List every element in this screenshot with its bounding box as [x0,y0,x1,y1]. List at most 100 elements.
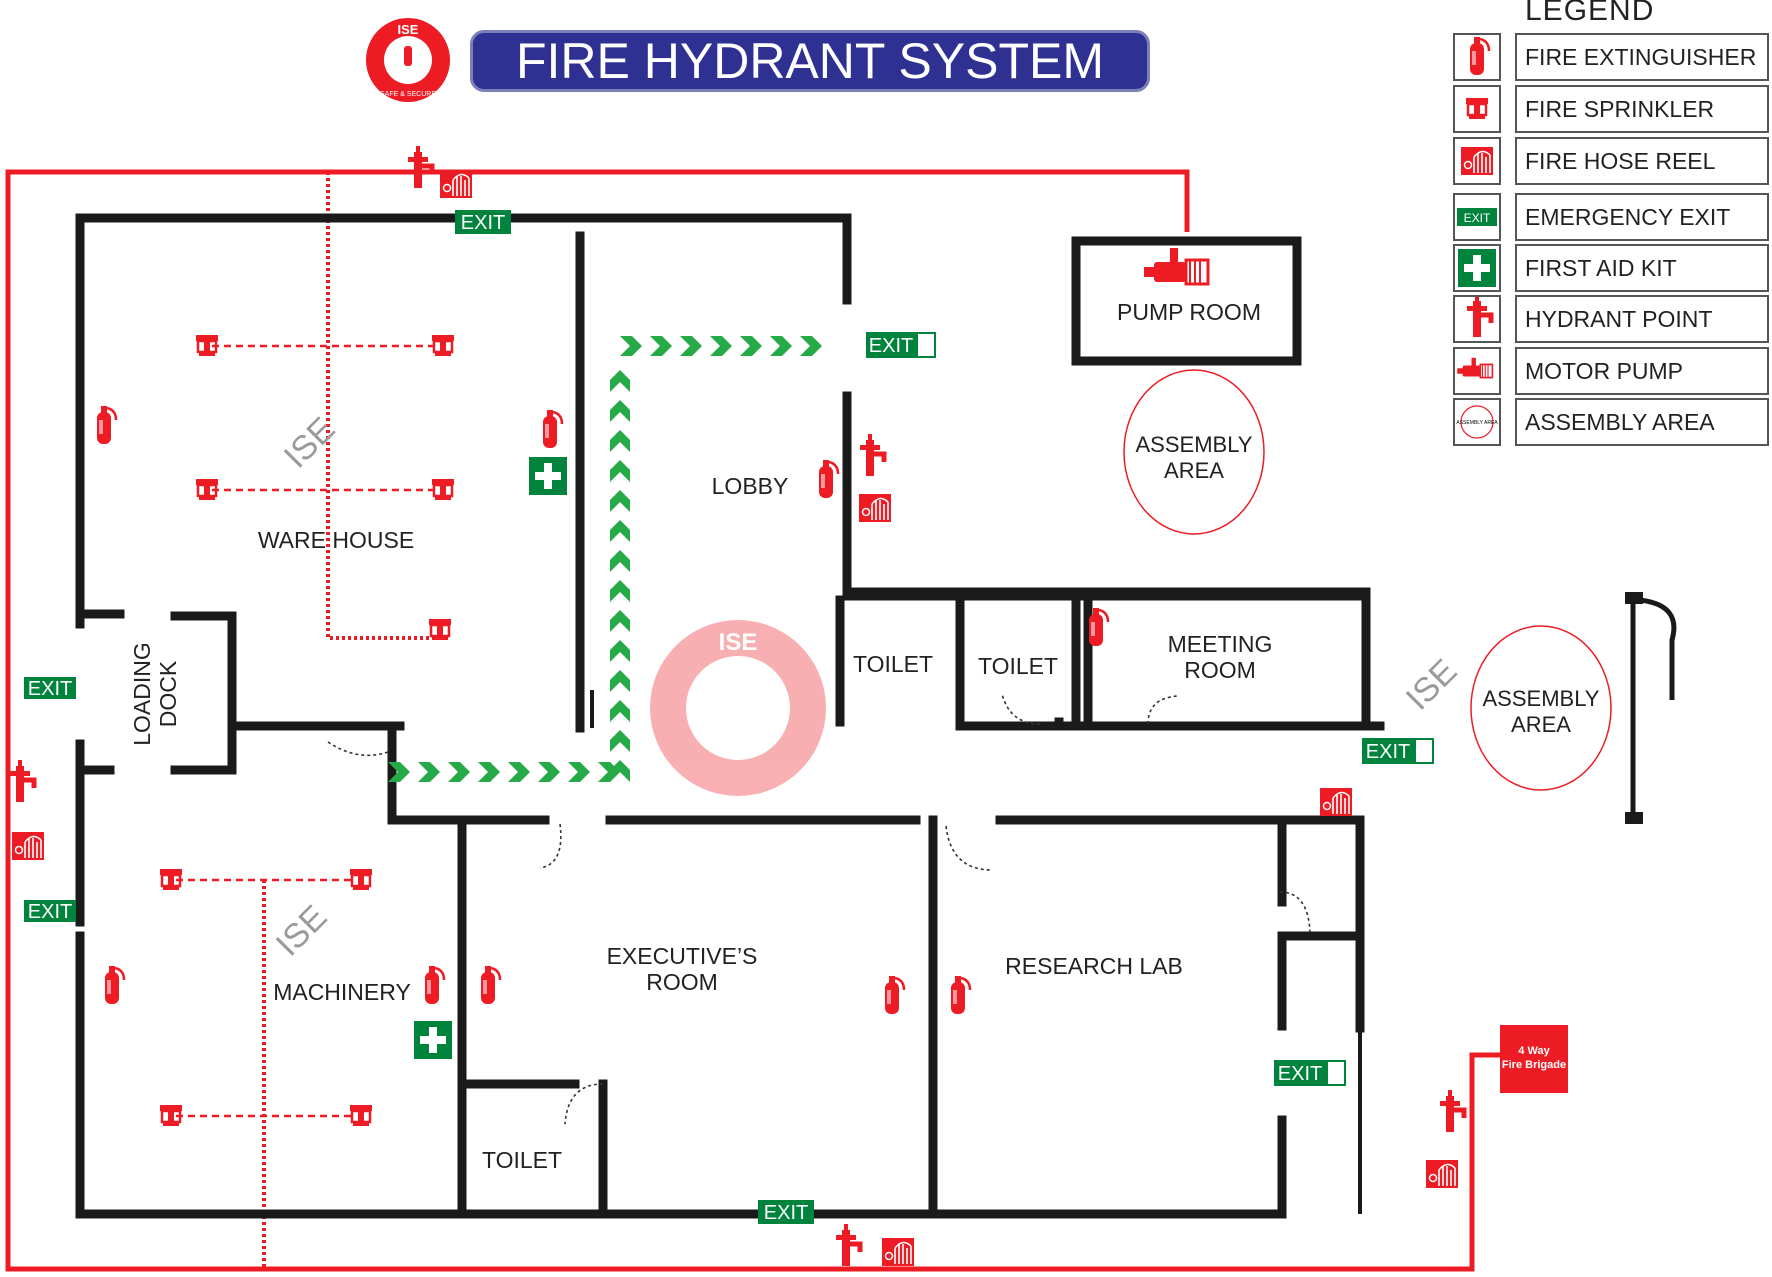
room-label-machinery: MACHINERY [273,979,411,1005]
assembly-area-label: ASSEMBLY [1136,432,1253,457]
legend-label: ASSEMBLY AREA [1515,398,1769,446]
svg-text:ASSEMBLY AREA: ASSEMBLY AREA [1456,420,1498,426]
title-banner: FIRE HYDRANT SYSTEM [470,30,1150,92]
room-label-toilet-3: TOILET [482,1147,562,1173]
legend-label: FIRE EXTINGUISHER [1515,33,1769,81]
exit-sign-bottom: EXIT [758,1200,814,1224]
legend-row: EXIT EMERGENCY EXIT [1453,193,1769,243]
first-aid-kit-icon [529,457,567,495]
fire-extinguisher-icon [479,964,502,1006]
exit-sign-left-1: EXIT [24,677,76,700]
fire-extinguisher-icon [949,974,972,1016]
svg-text:EXIT: EXIT [764,1202,808,1224]
fire-sprinkler-icon [430,333,456,358]
fire-sprinkler-icon [427,617,453,642]
hydrant-point-icon [1453,295,1501,343]
hydrant-point-icon [408,146,432,188]
svg-text:ISE: ISE [1399,652,1465,718]
legend-row: FIRST AID KIT [1453,244,1769,294]
motor-pump-icon [1453,347,1501,395]
fire-brigade-inlet: 4 Way Fire Brigade [1500,1025,1568,1093]
legend-label: FIRE SPRINKLER [1515,85,1769,133]
legend-title: LEGEND [1525,0,1655,27]
room-label-executive-room: EXECUTIVE’S [607,943,758,969]
legend-label: MOTOR PUMP [1515,347,1769,395]
emergency-exit-icon: EXIT [1453,193,1501,241]
assembly-area-icon: ASSEMBLY AREA [1453,398,1501,446]
fire-hose-reel-icon [439,169,473,199]
legend-label: EMERGENCY EXIT [1515,193,1769,241]
assembly-fence [1630,597,1677,822]
legend-label: HYDRANT POINT [1515,295,1769,343]
doors [327,693,1311,1125]
legend-row: MOTOR PUMP [1453,347,1769,397]
legend-row: HYDRANT POINT [1453,295,1769,345]
room-labels: WARE HOUSE LOBBY PUMP ROOM TOILET TOILET… [129,299,1272,1173]
svg-text:EXIT: EXIT [28,901,72,923]
room-label-research-lab: RESEARCH LAB [1005,953,1183,979]
exit-sign-lab: EXIT [1274,1060,1346,1086]
svg-text:ISE: ISE [277,410,343,476]
ise-logo: ISE SAFE & SECURE [366,18,450,102]
fire-hose-reel-icon [1453,137,1501,185]
room-label-executive-room: ROOM [646,969,718,995]
center-logo-watermark: ISE [650,620,826,796]
svg-text:ISE: ISE [719,629,758,656]
fire-extinguisher-icon [95,404,118,446]
fire-extinguisher-icon [817,458,840,500]
hydrant-point-icon [10,760,34,802]
room-label-loading-dock: LOADING [129,642,155,746]
fire-sprinkler-icon [1453,85,1501,133]
first-aid-kit-icon [414,1021,452,1059]
assembly-area-label: AREA [1164,458,1224,483]
svg-text:ISE: ISE [398,22,419,37]
fire-hose-reel-icon [881,1237,915,1267]
legend-label: FIRST AID KIT [1515,244,1769,292]
assembly-area-label: ASSEMBLY [1483,686,1600,711]
room-label-pump-room: PUMP ROOM [1117,299,1261,325]
fire-extinguisher-icon [103,964,126,1006]
legend-label: FIRE HOSE REEL [1515,137,1769,185]
legend-row: FIRE SPRINKLER [1453,85,1769,135]
hydrant-point-icon [860,434,884,476]
assembly-area-1 [1123,369,1265,535]
hydrant-ring-main [5,169,1505,1272]
hydrant-branch-lines [262,172,432,1269]
room-label-lobby: LOBBY [712,473,789,499]
exit-sign-top: EXIT [455,210,511,234]
fire-hose-reel-icon [858,493,892,523]
svg-text:EXIT: EXIT [869,335,913,357]
fire-hose-reel-icon [1425,1159,1459,1189]
exit-sign-lobby: EXIT [866,332,936,358]
svg-text:EXIT: EXIT [1366,741,1410,763]
page-title: FIRE HYDRANT SYSTEM [515,33,1105,89]
room-label-warehouse: WARE HOUSE [258,527,414,553]
exit-sign-corridor: EXIT [1362,738,1434,764]
hydrant-point-icon [836,1224,860,1266]
fire-sprinkler-icon [348,867,374,892]
fire-extinguisher-icon [541,408,564,450]
fire-extinguisher-icon [883,974,906,1016]
svg-text:SAFE & SECURE: SAFE & SECURE [380,91,436,98]
fire-hose-reel-icon [1319,787,1353,817]
room-label-meeting-room: MEETING [1168,631,1273,657]
fire-extinguisher-icon [1453,33,1501,81]
assembly-area-2 [1470,625,1612,791]
legend-row: FIRE HOSE REEL [1453,137,1769,187]
assembly-area-label: AREA [1511,712,1571,737]
room-label-loading-dock: DOCK [155,660,181,727]
motor-pump-icon [1142,246,1210,286]
legend-row: FIRE EXTINGUISHER [1453,33,1769,83]
room-label-toilet-2: TOILET [978,653,1058,679]
svg-text:ISE: ISE [269,898,335,964]
fire-extinguisher-icon [423,964,446,1006]
sprinkler-lines [176,344,438,1118]
svg-text:EXIT: EXIT [1464,211,1491,225]
exit-sign-left-2: EXIT [24,900,76,923]
fire-sprinkler-icon [430,477,456,502]
room-label-meeting-room: ROOM [1184,657,1256,683]
legend-row: ASSEMBLY AREA ASSEMBLY AREA [1453,398,1769,448]
room-label-toilet-1: TOILET [853,651,933,677]
exit-signs: EXIT EXIT EXIT EXIT EXIT EXIT EXIT [24,210,1434,1224]
